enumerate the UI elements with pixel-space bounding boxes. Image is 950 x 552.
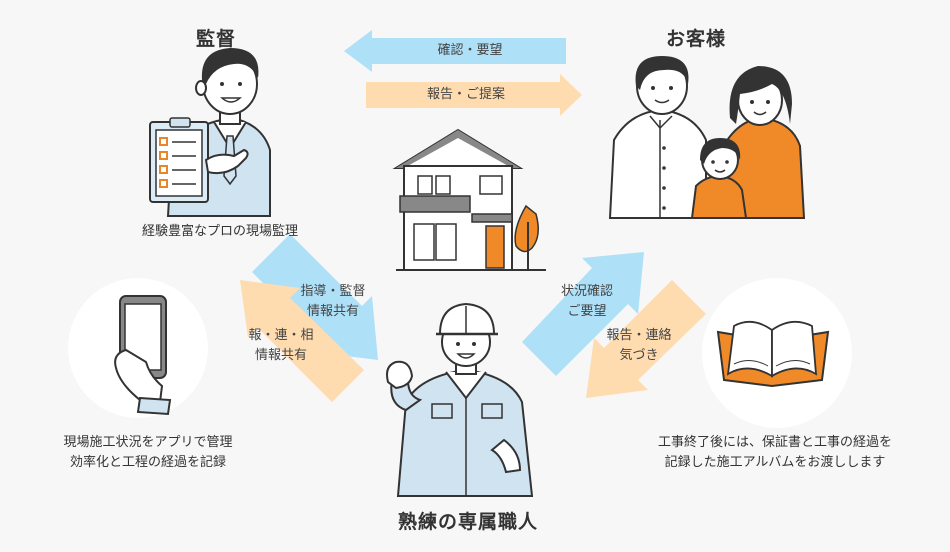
album-caption-line1: 工事終了後には、保証書と工事の経過を (657, 435, 892, 450)
supervisor-caption: 経験豊富なプロの現場監理 (141, 224, 298, 239)
label-guidance-line1: 指導・監督 (300, 284, 366, 299)
customer-title: お客様 (666, 28, 727, 50)
smartphone-caption: 現場施工状況をアプリで管理 効率化と工程の経過を記録 (38, 433, 258, 473)
album-caption: 工事終了後には、保証書と工事の経過を 記録した施工アルバムをお渡しします (640, 433, 910, 473)
label-status-line1: 状況確認 (560, 284, 613, 299)
arrow-label-confirm-request: 確認・要望 (437, 43, 503, 58)
label-guidance: 指導・監督 情報共有 (288, 282, 378, 322)
label-status-check: 状況確認 ご要望 (542, 282, 632, 322)
smartphone-caption-line1: 現場施工状況をアプリで管理 (63, 435, 233, 450)
arrow-guidance-down (252, 234, 378, 360)
smartphone-caption-line2: 効率化と工程の経過を記録 (69, 455, 226, 470)
album-caption-line2: 記録した施工アルバムをお渡しします (664, 455, 886, 470)
label-report-contact: 報告・連絡 気づき (594, 326, 684, 366)
label-status-line2: ご要望 (567, 304, 607, 319)
arrow-report-up (240, 280, 364, 402)
supervisor-title: 監督 (196, 28, 237, 50)
arrow-report-down (586, 280, 706, 398)
label-report-line1: 報告・連絡 (606, 328, 672, 343)
label-horenso: 報・連・相 情報共有 (236, 326, 326, 366)
label-horenso-line2: 情報共有 (254, 348, 307, 363)
craftsman-title: 熟練の専属職人 (398, 511, 539, 533)
label-guidance-line2: 情報共有 (306, 304, 359, 319)
arrow-status-up (522, 252, 644, 376)
label-horenso-line1: 報・連・相 (248, 328, 314, 343)
arrow-label-report-proposal: 報告・ご提案 (426, 87, 505, 102)
label-report-line2: 気づき (619, 348, 659, 363)
